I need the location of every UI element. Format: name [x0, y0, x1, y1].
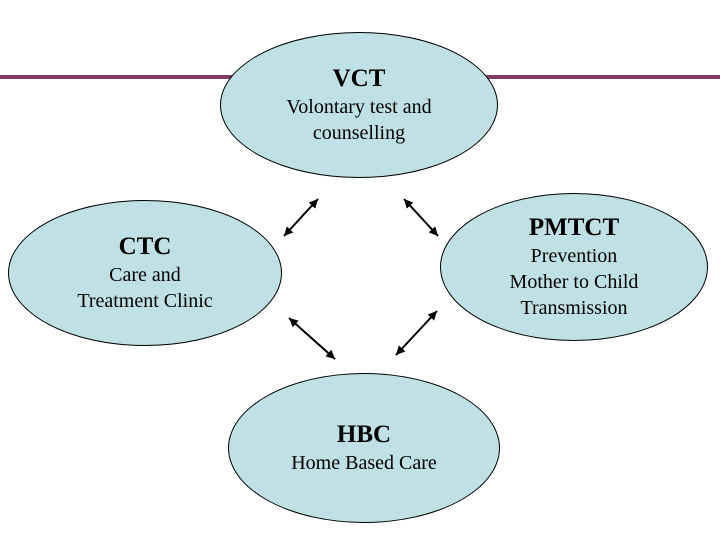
- node-pmtct-subtitle: Prevention Mother to Child Transmission: [509, 245, 639, 319]
- node-ctc-subtitle: Care and Treatment Clinic: [77, 264, 213, 312]
- arrow-vct-pmtct: [403, 198, 439, 237]
- arrow-hbc-pmtct: [395, 310, 438, 356]
- node-vct: VCT Volontary test and counselling: [220, 32, 498, 178]
- node-hbc: HBC Home Based Care: [228, 373, 500, 523]
- node-pmtct: PMTCT Prevention Mother to Child Transmi…: [440, 193, 708, 341]
- arrow-vct-ctc: [283, 198, 319, 237]
- node-hbc-subtitle: Home Based Care: [291, 452, 437, 474]
- node-ctc-title: CTC: [118, 233, 172, 260]
- node-ctc: CTC Care and Treatment Clinic: [8, 200, 282, 346]
- node-vct-title: VCT: [332, 65, 386, 92]
- node-pmtct-title: PMTCT: [528, 214, 620, 241]
- node-hbc-title: HBC: [336, 421, 392, 448]
- node-vct-subtitle: Volontary test and counselling: [286, 96, 432, 144]
- arrow-ctc-hbc: [288, 317, 336, 360]
